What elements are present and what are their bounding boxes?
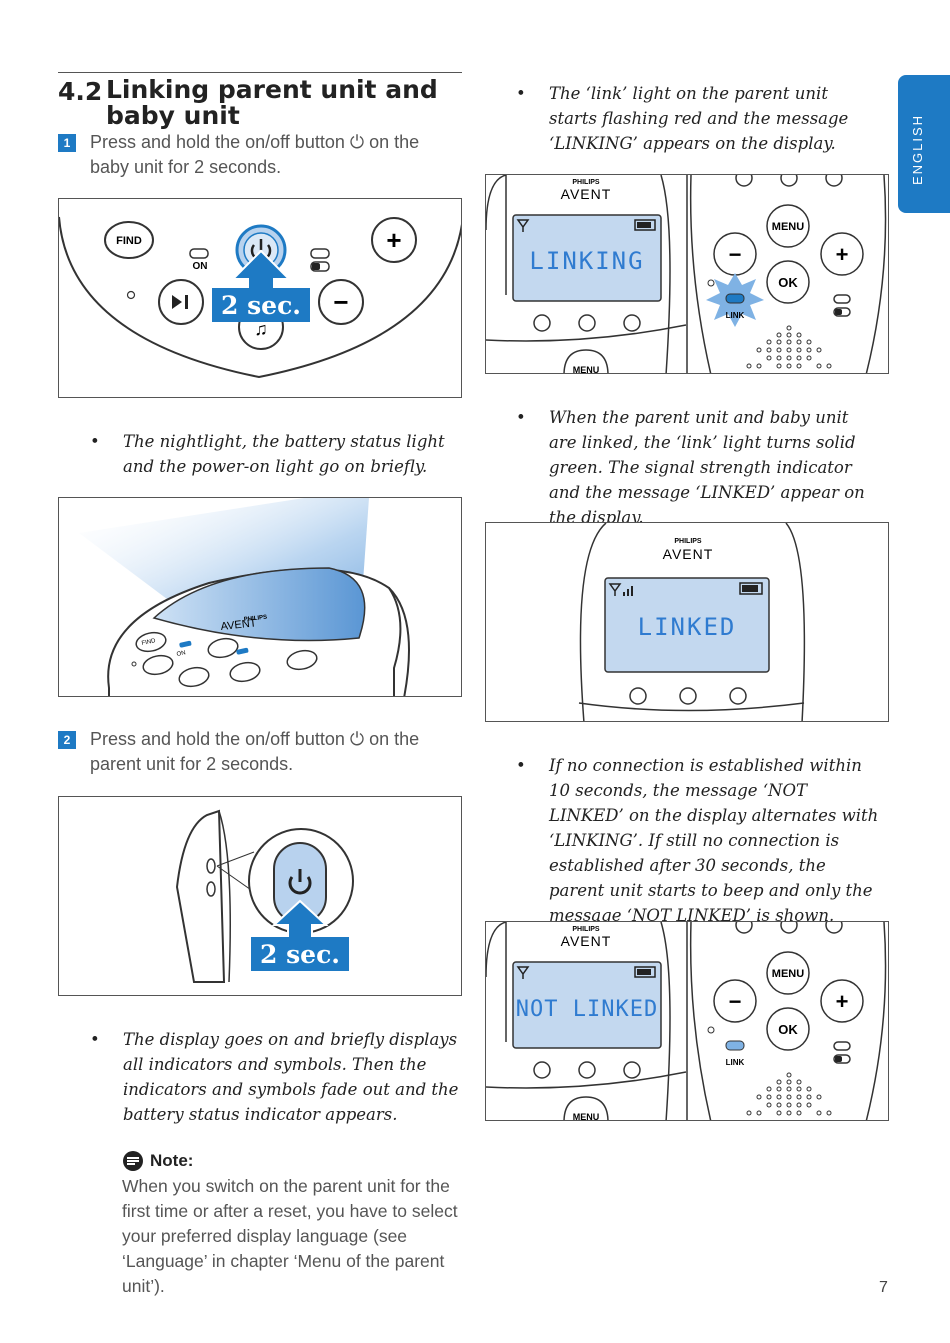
svg-text:−: − <box>729 242 742 267</box>
brand-logo: AVENT <box>561 186 612 202</box>
brand-top: PHILIPS <box>572 926 600 933</box>
brand-top: PHILIPS <box>244 615 268 623</box>
step-number-badge: 1 <box>58 134 76 152</box>
language-tab: ENGLISH <box>898 75 950 213</box>
language-tab-label: ENGLISH <box>910 113 925 185</box>
play-pause-button <box>158 279 204 325</box>
nightlight-figure: PHILIPS AVENT FIND ON <box>58 497 462 697</box>
volume-down-button: − <box>318 279 364 325</box>
bullet-text: When the parent unit and baby unit are l… <box>549 408 865 527</box>
bullet-text: If no connection is established within 1… <box>549 756 879 925</box>
duration-label: 2 sec. <box>260 940 340 969</box>
bullet-linked: •When the parent unit and baby unit are … <box>516 405 876 530</box>
power-icon <box>288 876 312 895</box>
brand-logo: AVENT <box>663 546 714 562</box>
lcd-message: LINKING <box>529 247 644 275</box>
minus-label: − <box>333 287 348 317</box>
bullet-text: The ‘link’ light on the parent unit star… <box>549 84 849 153</box>
duration-badge <box>212 288 310 322</box>
find-label: FIND <box>141 638 157 647</box>
find-button: FIND <box>104 221 154 259</box>
brand-logo: AVENT <box>220 617 257 633</box>
step-2: 2 Press and hold the on/off button ⏻ on … <box>58 727 462 777</box>
section-title: Linking parent unit and baby unit <box>106 75 438 130</box>
ok-label: OK <box>778 1022 798 1037</box>
linked-figure: PHILIPS AVENT LINKED <box>485 522 889 722</box>
volume-up-button: + <box>371 217 417 263</box>
step-text: Press and hold the on/off button ⏻ on th… <box>90 132 420 177</box>
lcd-message: LINKED <box>638 613 737 641</box>
step-1: 1 Press and hold the on/off button ⏻ on … <box>58 130 462 180</box>
svg-text:♫: ♫ <box>254 319 268 339</box>
on-label: ON <box>193 261 208 272</box>
note: Note: When you switch on the parent unit… <box>122 1150 462 1299</box>
svg-text:−: − <box>729 989 742 1014</box>
brand-top: PHILIPS <box>572 179 600 186</box>
page-number: 7 <box>879 1279 888 1296</box>
menu-label: MENU <box>573 365 600 374</box>
bullet-lights-on: •The nightlight, the battery status ligh… <box>90 429 462 479</box>
link-label: LINK <box>726 1058 745 1067</box>
bullet-not-linked: •If no connection is established within … <box>516 753 880 928</box>
menu-label: MENU <box>573 1112 600 1121</box>
speaker-grille <box>746 325 832 369</box>
lcd-message: NOT LINKED <box>516 997 658 1022</box>
step-text: Press and hold the on/off button ⏻ on th… <box>90 729 420 774</box>
menu-label: MENU <box>772 968 804 980</box>
bullet-display-on: •The display goes on and briefly display… <box>90 1027 462 1127</box>
duration-label: 2 sec. <box>221 291 301 320</box>
step-number-badge: 2 <box>58 731 76 749</box>
ok-label: OK <box>778 275 798 290</box>
svg-text:+: + <box>836 242 849 267</box>
bullet-linking: •The ‘link’ light on the parent unit sta… <box>516 81 876 156</box>
not-linked-figure: PHILIPS AVENT NOT LINKED MENU MENU − + O… <box>485 921 889 1121</box>
speaker-grille <box>746 1072 832 1116</box>
section-heading: 4.2 Linking parent unit and baby unit <box>58 72 462 129</box>
brand-top: PHILIPS <box>674 538 702 545</box>
parent-side-figure: 2 sec. <box>58 796 462 996</box>
link-label: LINK <box>726 311 745 320</box>
signal-icon <box>608 583 622 596</box>
on-label: ON <box>176 650 186 658</box>
note-label: Note: <box>150 1151 194 1170</box>
note-icon <box>123 1151 143 1171</box>
duration-badge <box>251 937 349 971</box>
menu-label: MENU <box>772 221 804 233</box>
svg-text:+: + <box>836 989 849 1014</box>
lcd-screen <box>512 961 662 1049</box>
section-number: 4.2 <box>58 77 103 106</box>
note-text: When you switch on the parent unit for t… <box>122 1176 458 1296</box>
lcd-screen <box>604 577 770 673</box>
linking-figure: PHILIPS AVENT LINKING MENU MENU − + OK L… <box>485 174 889 374</box>
brand-logo: AVENT <box>561 933 612 949</box>
plus-label: + <box>386 225 401 255</box>
find-label: FIND <box>116 235 142 247</box>
bullet-text: The nightlight, the battery status light… <box>123 432 445 476</box>
bullet-text: The display goes on and briefly displays… <box>123 1030 459 1124</box>
baby-unit-figure: FIND ON ♫ + − <box>58 198 462 398</box>
battery-icon <box>739 582 763 595</box>
lcd-screen <box>512 214 662 302</box>
